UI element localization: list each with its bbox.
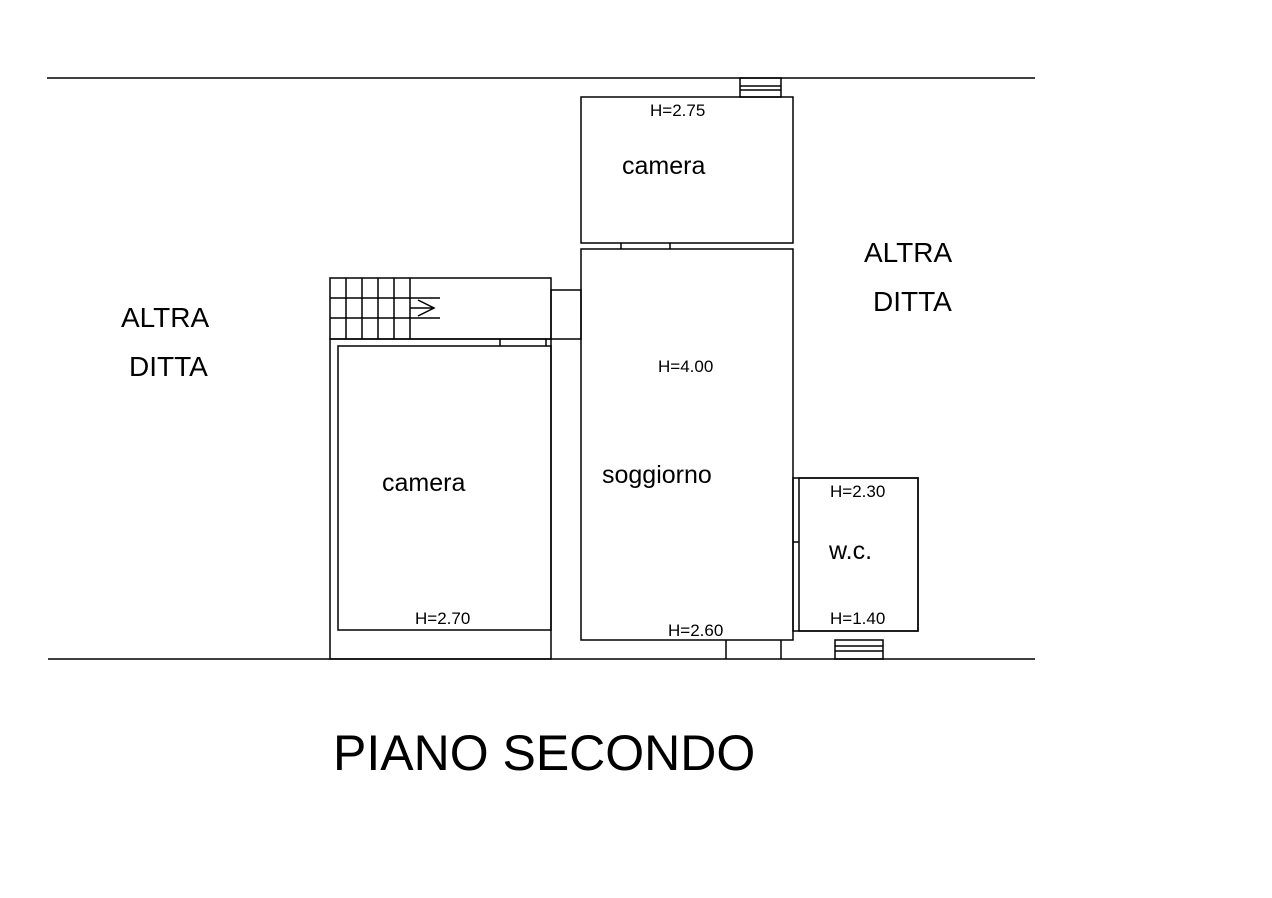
neighbor-right-line1: ALTRA	[864, 237, 952, 268]
top-window	[739, 77, 782, 98]
room-camera-left	[337, 345, 552, 631]
camera-left-height: H=2.70	[415, 609, 470, 628]
wc-height-top: H=2.30	[830, 482, 885, 501]
room-camera-top	[580, 96, 794, 244]
camera-top-name: camera	[622, 152, 705, 180]
soggiorno-height-low: H=2.60	[668, 621, 723, 640]
neighbor-left-line2: DITTA	[129, 351, 208, 382]
wc-name: w.c.	[828, 537, 872, 565]
staircase	[329, 277, 552, 340]
camera-top-height: H=2.75	[650, 101, 705, 120]
corridor-link	[550, 289, 582, 340]
camera-left-name: camera	[382, 469, 465, 497]
neighbor-left-line1: ALTRA	[121, 302, 209, 333]
soggiorno-height-main: H=4.00	[658, 357, 713, 376]
neighbor-right-line2: DITTA	[873, 286, 952, 317]
room-soggiorno	[580, 248, 794, 641]
floor-title: PIANO SECONDO	[333, 725, 755, 781]
door-soggiorno-bottom	[725, 640, 782, 659]
wc-window	[834, 639, 884, 660]
wc-height-bottom: H=1.40	[830, 609, 885, 628]
room-wc	[798, 477, 919, 632]
soggiorno-name: soggiorno	[602, 461, 712, 489]
